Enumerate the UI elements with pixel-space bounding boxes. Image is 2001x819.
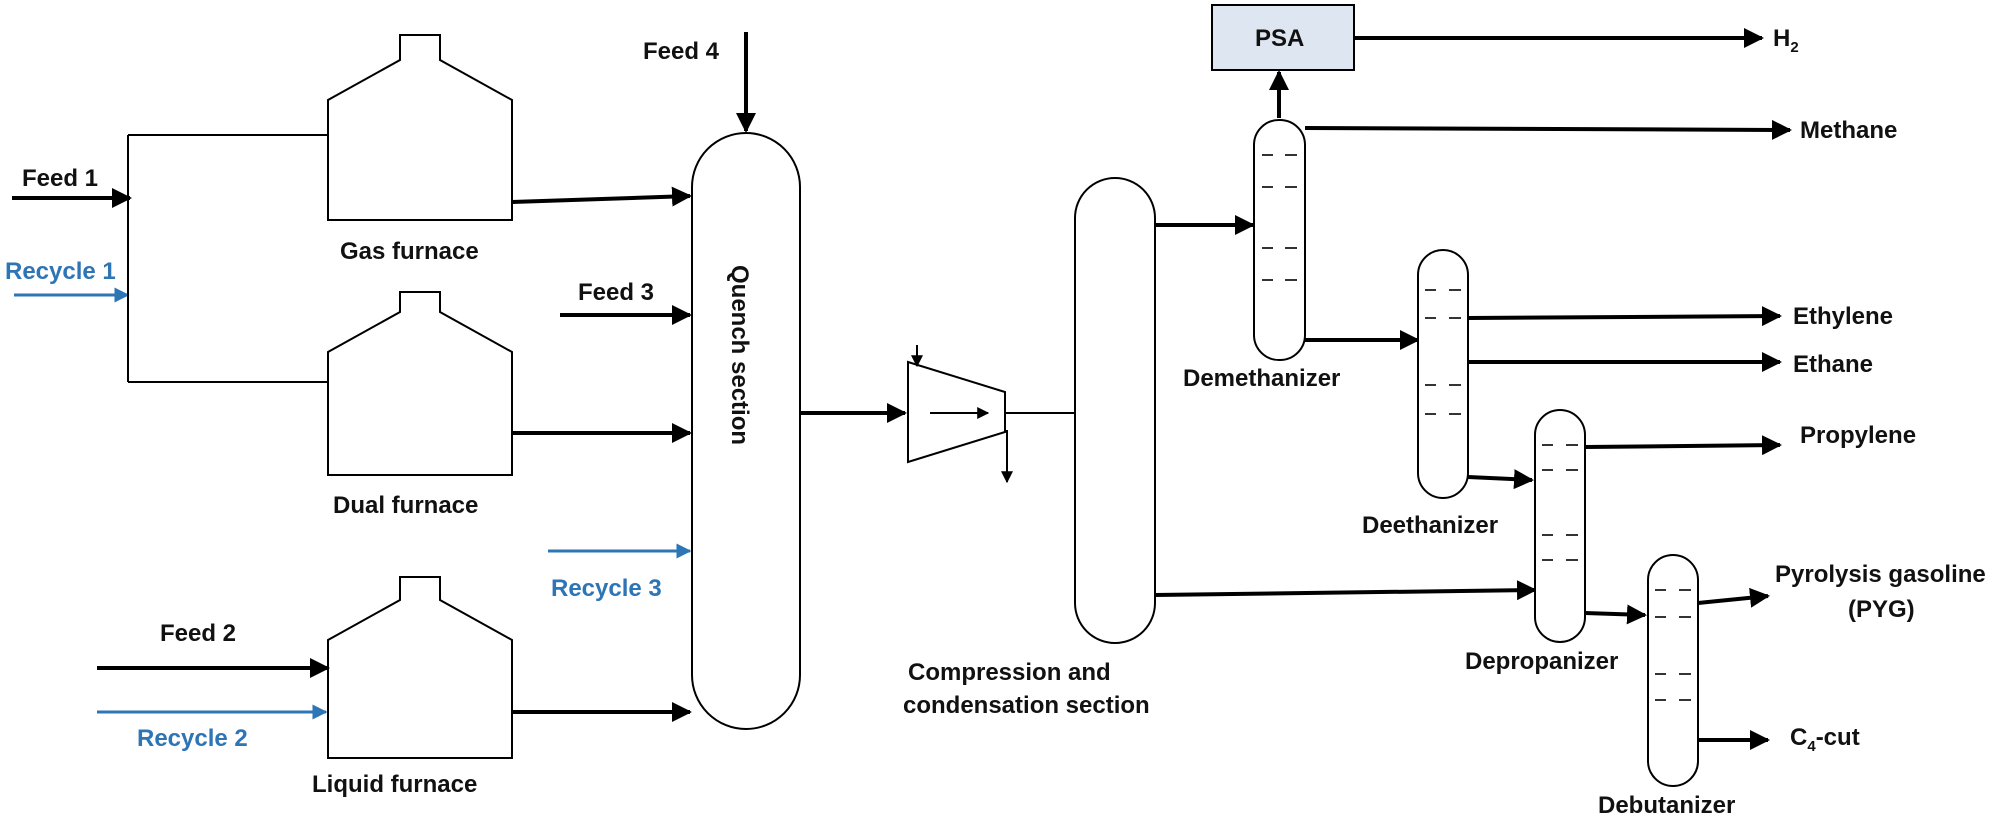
recycle1-label: Recycle 1 xyxy=(5,258,116,285)
gas-furnace-outlet xyxy=(511,186,692,207)
liquid-furnace-label: Liquid furnace xyxy=(312,771,477,798)
demethanizer-label: Demethanizer xyxy=(1183,365,1340,392)
deethanizer-ethylene-line xyxy=(1467,306,1782,327)
feed1-stream: Feed 1 xyxy=(12,165,132,208)
product-ethane: Ethane xyxy=(1793,351,1873,378)
feed1-label: Feed 1 xyxy=(22,165,98,192)
depropanizer-column: Depropanizer xyxy=(1465,409,1618,675)
quench-section-column: Quench section xyxy=(691,132,801,730)
demethanizer-column: Demethanizer xyxy=(1183,119,1340,392)
product-h2: H2 xyxy=(1773,25,1799,56)
recycle2-label: Recycle 2 xyxy=(137,725,248,752)
psa-unit: PSA xyxy=(1211,4,1355,71)
deethanizer-bottom xyxy=(1467,469,1534,490)
product-pyg-line2: (PYG) xyxy=(1848,596,1915,623)
depropanizer-bottom xyxy=(1584,604,1647,625)
gas-furnace-label: Gas furnace xyxy=(340,238,479,265)
feed2-label: Feed 2 xyxy=(160,620,236,647)
feed4-stream: Feed 4 xyxy=(643,32,756,133)
depropanizer-propylene-line xyxy=(1584,435,1782,456)
recycle2-stream: Recycle 2 xyxy=(97,704,328,752)
recycle3-label: Recycle 3 xyxy=(551,575,662,602)
psa-label: PSA xyxy=(1255,25,1304,52)
compressor xyxy=(907,345,1075,484)
quench-section-label: Quench section xyxy=(726,265,753,445)
feed4-label: Feed 4 xyxy=(643,38,720,65)
debutanizer-label: Debutanizer xyxy=(1598,792,1735,819)
compression-condensation-column: Compression and condensation section xyxy=(903,177,1156,719)
debutanizer-column: Debutanizer xyxy=(1598,554,1735,819)
deethanizer-column: Deethanizer xyxy=(1362,249,1498,539)
recycle1-stream: Recycle 1 xyxy=(5,258,130,303)
product-ethylene: Ethylene xyxy=(1793,303,1893,330)
demethanizer-methane-line xyxy=(1304,119,1792,140)
recycle3-stream: Recycle 3 xyxy=(548,543,692,602)
dual-furnace-label: Dual furnace xyxy=(333,492,478,519)
deethanizer-label: Deethanizer xyxy=(1362,512,1498,539)
product-c4-cut: C4-cut xyxy=(1790,724,1860,755)
dual-furnace: Dual furnace xyxy=(327,291,513,519)
feed3-label: Feed 3 xyxy=(578,279,654,306)
compression-label-line1: Compression and xyxy=(908,659,1111,686)
feed3-stream: Feed 3 xyxy=(560,279,692,325)
depropanizer-label: Depropanizer xyxy=(1465,648,1618,675)
compression-bottom-outlet xyxy=(1154,580,1537,601)
gas-furnace: Gas furnace xyxy=(327,34,513,265)
feed2-stream: Feed 2 xyxy=(97,620,330,678)
product-propylene: Propylene xyxy=(1800,422,1916,449)
product-methane: Methane xyxy=(1800,117,1897,144)
compression-label-line2: condensation section xyxy=(903,692,1150,719)
product-pyg-line1: Pyrolysis gasoline xyxy=(1775,561,1986,588)
liquid-furnace: Liquid furnace xyxy=(312,576,513,798)
debutanizer-pyg-line xyxy=(1697,587,1770,608)
